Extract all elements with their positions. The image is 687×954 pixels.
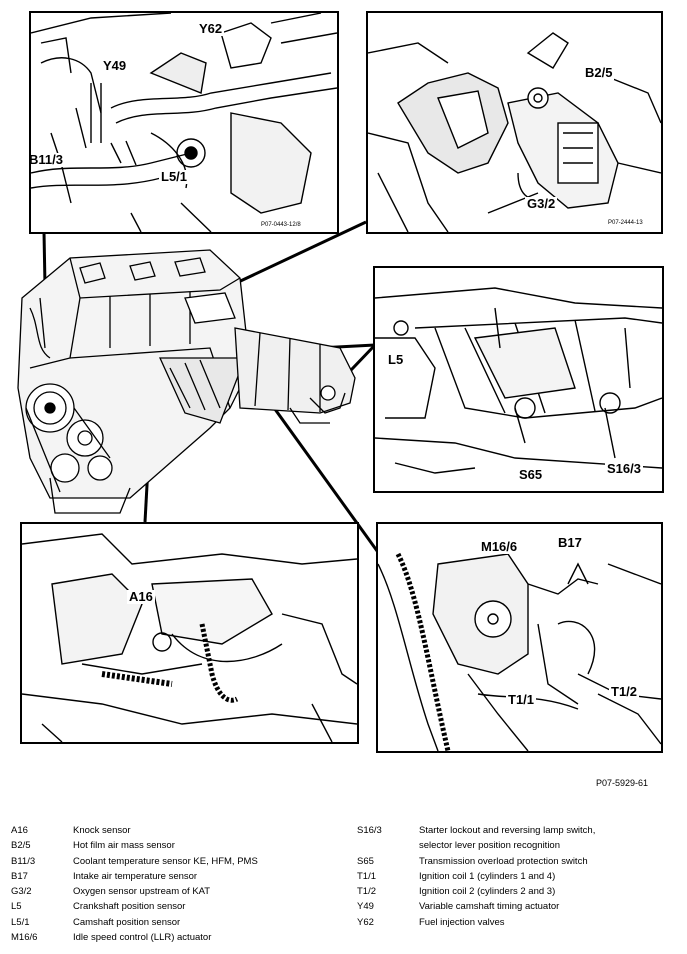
callout-y49: Y49: [101, 58, 129, 73]
legend-row: T1/2 Ignition coil 2 (cylinders 2 and 3): [357, 884, 629, 899]
engine-overview: [10, 238, 370, 518]
legend-row: T1/1 Ignition coil 1 (cylinders 1 and 4): [357, 869, 629, 884]
callout-t1-2: T1/2: [609, 684, 640, 699]
panel-top-left-drawing: [31, 13, 337, 232]
legend-desc: Camshaft position sensor: [73, 916, 181, 928]
callout-b2-5: B2/5: [583, 65, 615, 80]
callout-l5: L5: [386, 352, 406, 367]
panel-top-left: Y62 Y49 B11/3 L5/1 P07-0443-12/8: [29, 11, 339, 234]
callout-b11-3: B11/3: [29, 152, 65, 167]
legend-code: L5: [11, 901, 22, 913]
legend-desc: Fuel injection valves: [419, 916, 505, 928]
callout-l5-1: L5/1: [159, 169, 190, 184]
panel-middle-right-drawing: [375, 287, 662, 474]
legend-row: Y62 Fuel injection valves: [357, 915, 629, 930]
legend-row: A16 Knock sensor: [11, 823, 258, 838]
panel-bottom-right-drawing: [378, 552, 661, 751]
panel-top-left-ref: P07-0443-12/8: [261, 222, 301, 228]
callout-s16-3: S16/3: [605, 461, 643, 476]
legend-desc: Starter lockout and reversing lamp switc…: [419, 825, 596, 852]
legend-desc: Ignition coil 2 (cylinders 2 and 3): [419, 886, 556, 898]
panel-bottom-left-drawing: [22, 533, 357, 742]
callout-y62: Y62: [197, 21, 225, 36]
legend-code: S16/3: [357, 825, 382, 836]
legend-code: Y49: [357, 901, 374, 913]
callout-b17: B17: [556, 535, 584, 550]
callout-t1-1: T1/1: [506, 692, 537, 707]
legend-desc: Crankshaft position sensor: [73, 901, 186, 913]
legend-row: S65 Transmission overload protection swit…: [357, 854, 629, 869]
legend-row: B2/5 Hot film air mass sensor: [11, 838, 258, 853]
legend-desc: Idle speed control (LLR) actuator: [73, 932, 212, 944]
panel-top-right: B2/5 G3/2 P07-2444-13: [366, 11, 663, 234]
engine-drawing: [17, 249, 356, 514]
panel-bottom-right: M16/6 B17 T1/1 T1/2: [376, 522, 663, 753]
legend-code: B17: [11, 870, 28, 882]
legend-left: A16 Knock sensor B2/5 Hot film air mass se…: [11, 823, 258, 945]
legend-code: M16/6: [11, 932, 38, 944]
legend-desc: Variable camshaft timing actuator: [419, 901, 560, 913]
panel-middle-right: L5 S65 S16/3: [373, 266, 664, 493]
legend-desc: Knock sensor: [73, 825, 131, 836]
legend-row: S16/3 Starter lockout and reversing lamp …: [357, 823, 629, 854]
legend-row: Y49 Variable camshaft timing actuator: [357, 899, 629, 914]
legend-desc: Oxygen sensor upstream of KAT: [73, 886, 211, 898]
legend-desc: Transmission overload protection switch: [419, 855, 588, 867]
legend-row: L5 Crankshaft position sensor: [11, 899, 258, 914]
callout-m16-6: M16/6: [479, 539, 520, 554]
figure-reference: P07-5929-61: [596, 778, 649, 788]
legend-row: G3/2 Oxygen sensor upstream of KAT: [11, 884, 258, 899]
callout-g3-2: G3/2: [525, 196, 558, 211]
legend-right: S16/3 Starter lockout and reversing lamp …: [357, 823, 629, 930]
panel-top-right-drawing: [368, 32, 661, 232]
legend-code: Y62: [357, 916, 374, 928]
legend-desc: Intake air temperature sensor: [73, 870, 198, 882]
legend-row: B11/3 Coolant temperature sensor KE, HFM,…: [11, 854, 258, 869]
panel-top-right-ref: P07-2444-13: [608, 220, 643, 226]
legend-desc: Coolant temperature sensor KE, HFM, PMS: [73, 855, 258, 867]
legend-desc: Hot film air mass sensor: [73, 840, 175, 852]
legend-row: B17 Intake air temperature sensor: [11, 869, 258, 884]
legend-code: S65: [357, 855, 374, 867]
legend-code: G3/2: [11, 886, 32, 898]
legend-row: L5/1 Camshaft position sensor: [11, 915, 258, 930]
legend-code: T1/1: [357, 870, 377, 882]
legend-code: B2/5: [11, 840, 31, 852]
legend-row: M16/6 Idle speed control (LLR) actuator: [11, 930, 258, 945]
legend-code: L5/1: [11, 916, 30, 928]
legend-code: A16: [11, 825, 28, 836]
callout-a16: A16: [127, 589, 155, 604]
legend-desc: Ignition coil 1 (cylinders 1 and 4): [419, 870, 556, 882]
panel-bottom-left: A16: [20, 522, 359, 744]
legend-code: B11/3: [11, 855, 36, 867]
callout-s65: S65: [517, 467, 545, 482]
legend-code: T1/2: [357, 886, 377, 898]
